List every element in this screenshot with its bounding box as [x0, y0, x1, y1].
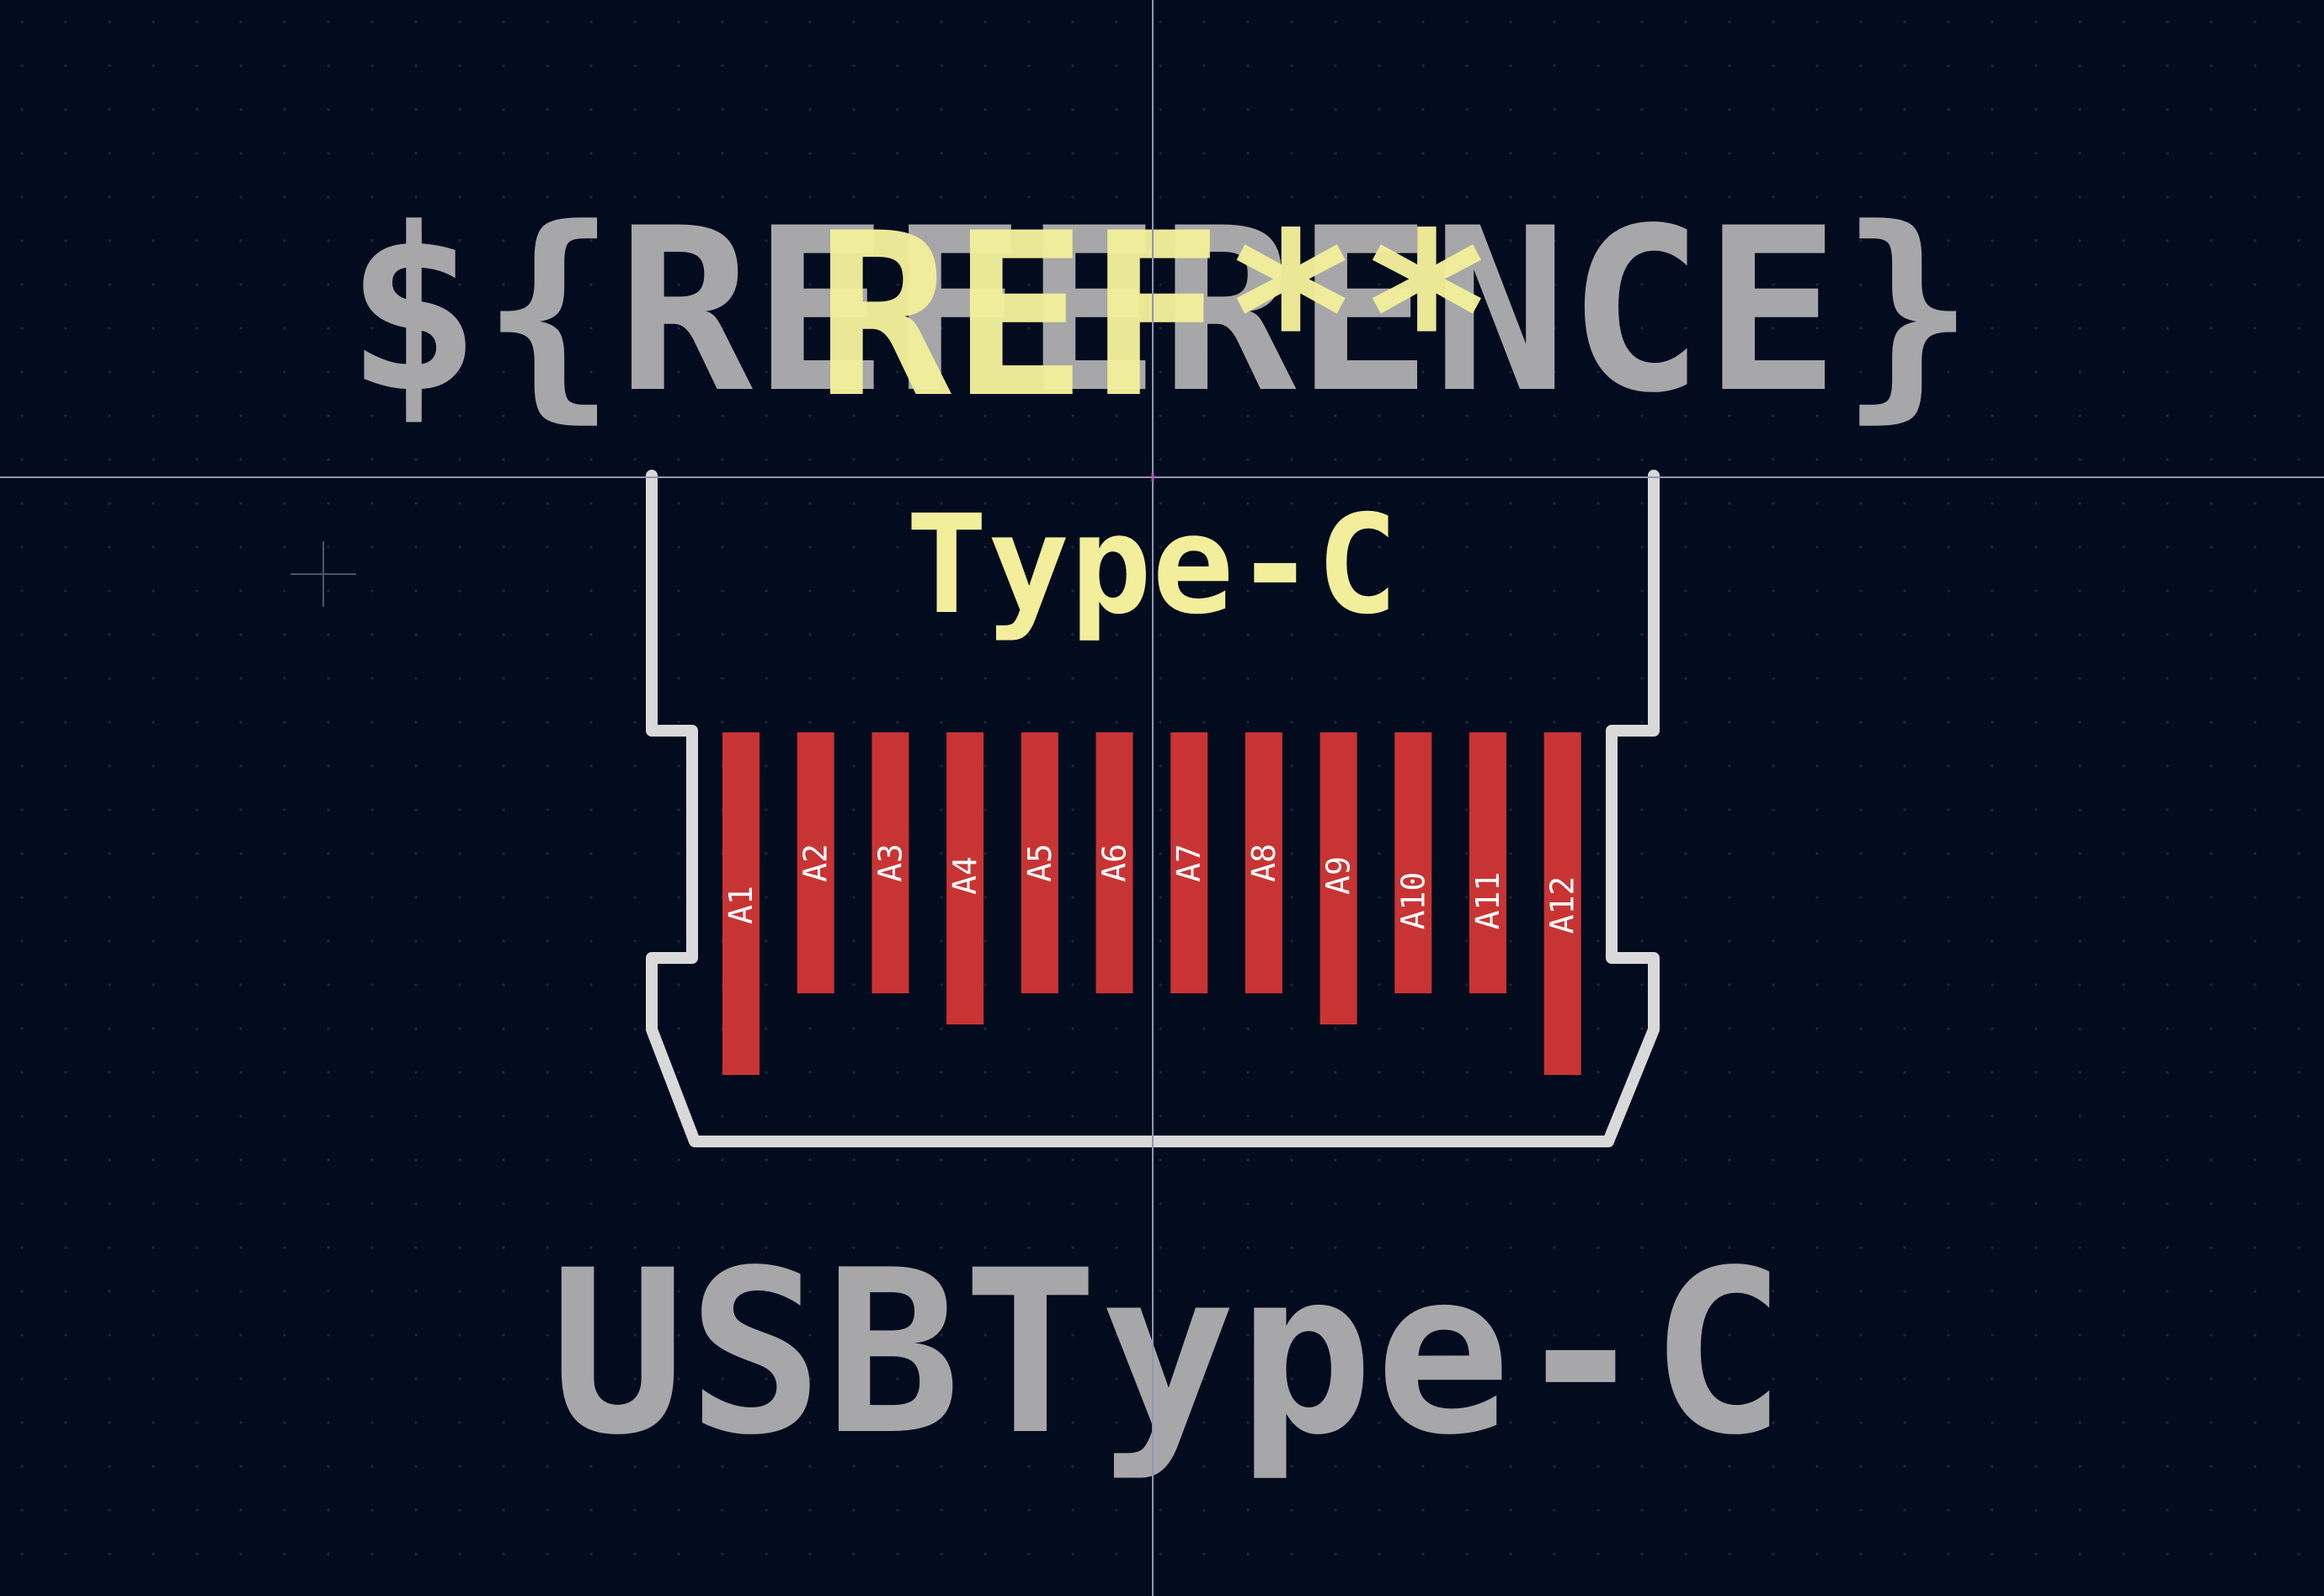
pad-a4[interactable] [946, 732, 984, 1024]
pad-label-a4: A4 [946, 856, 983, 895]
pad-a6[interactable] [1095, 732, 1133, 993]
pad-label-a1: A1 [722, 886, 760, 924]
pad-label-a11: A11 [1469, 872, 1506, 930]
pad-a5[interactable] [1021, 732, 1058, 993]
pad-label-a7: A7 [1170, 843, 1207, 882]
pad-a7[interactable] [1170, 732, 1208, 993]
grid-origin-cross-icon [290, 541, 356, 607]
pad-a3[interactable] [872, 732, 909, 993]
pad-a12[interactable] [1543, 732, 1581, 1075]
reference-designator-text[interactable]: REF** [816, 185, 1495, 448]
pad-label-a6: A6 [1096, 843, 1133, 882]
pads-group: A1 A2 A3 A4 A5 A6 A7 A8 A9 A10 A11 A12 [722, 732, 1581, 1075]
pad-a2[interactable] [797, 732, 834, 993]
pad-label-a8: A8 [1245, 843, 1282, 882]
connector-outline [646, 470, 1660, 1147]
pad-label-a12: A12 [1544, 876, 1581, 934]
pad-label-a3: A3 [872, 843, 909, 882]
pad-label-a5: A5 [1021, 843, 1058, 882]
pad-a1[interactable] [722, 732, 760, 1075]
pad-a10[interactable] [1394, 732, 1432, 993]
pad-label-a9: A9 [1320, 856, 1357, 895]
pad-a11[interactable] [1469, 732, 1506, 993]
value-field-text[interactable]: USBType-C [550, 1222, 1788, 1485]
reference-field-text[interactable]: ${REFERENCE} [345, 180, 1975, 443]
pad-label-a10: A10 [1394, 872, 1431, 930]
pad-label-a2: A2 [797, 843, 834, 882]
pad-a8[interactable] [1245, 732, 1282, 993]
pad-a9[interactable] [1319, 732, 1357, 1024]
